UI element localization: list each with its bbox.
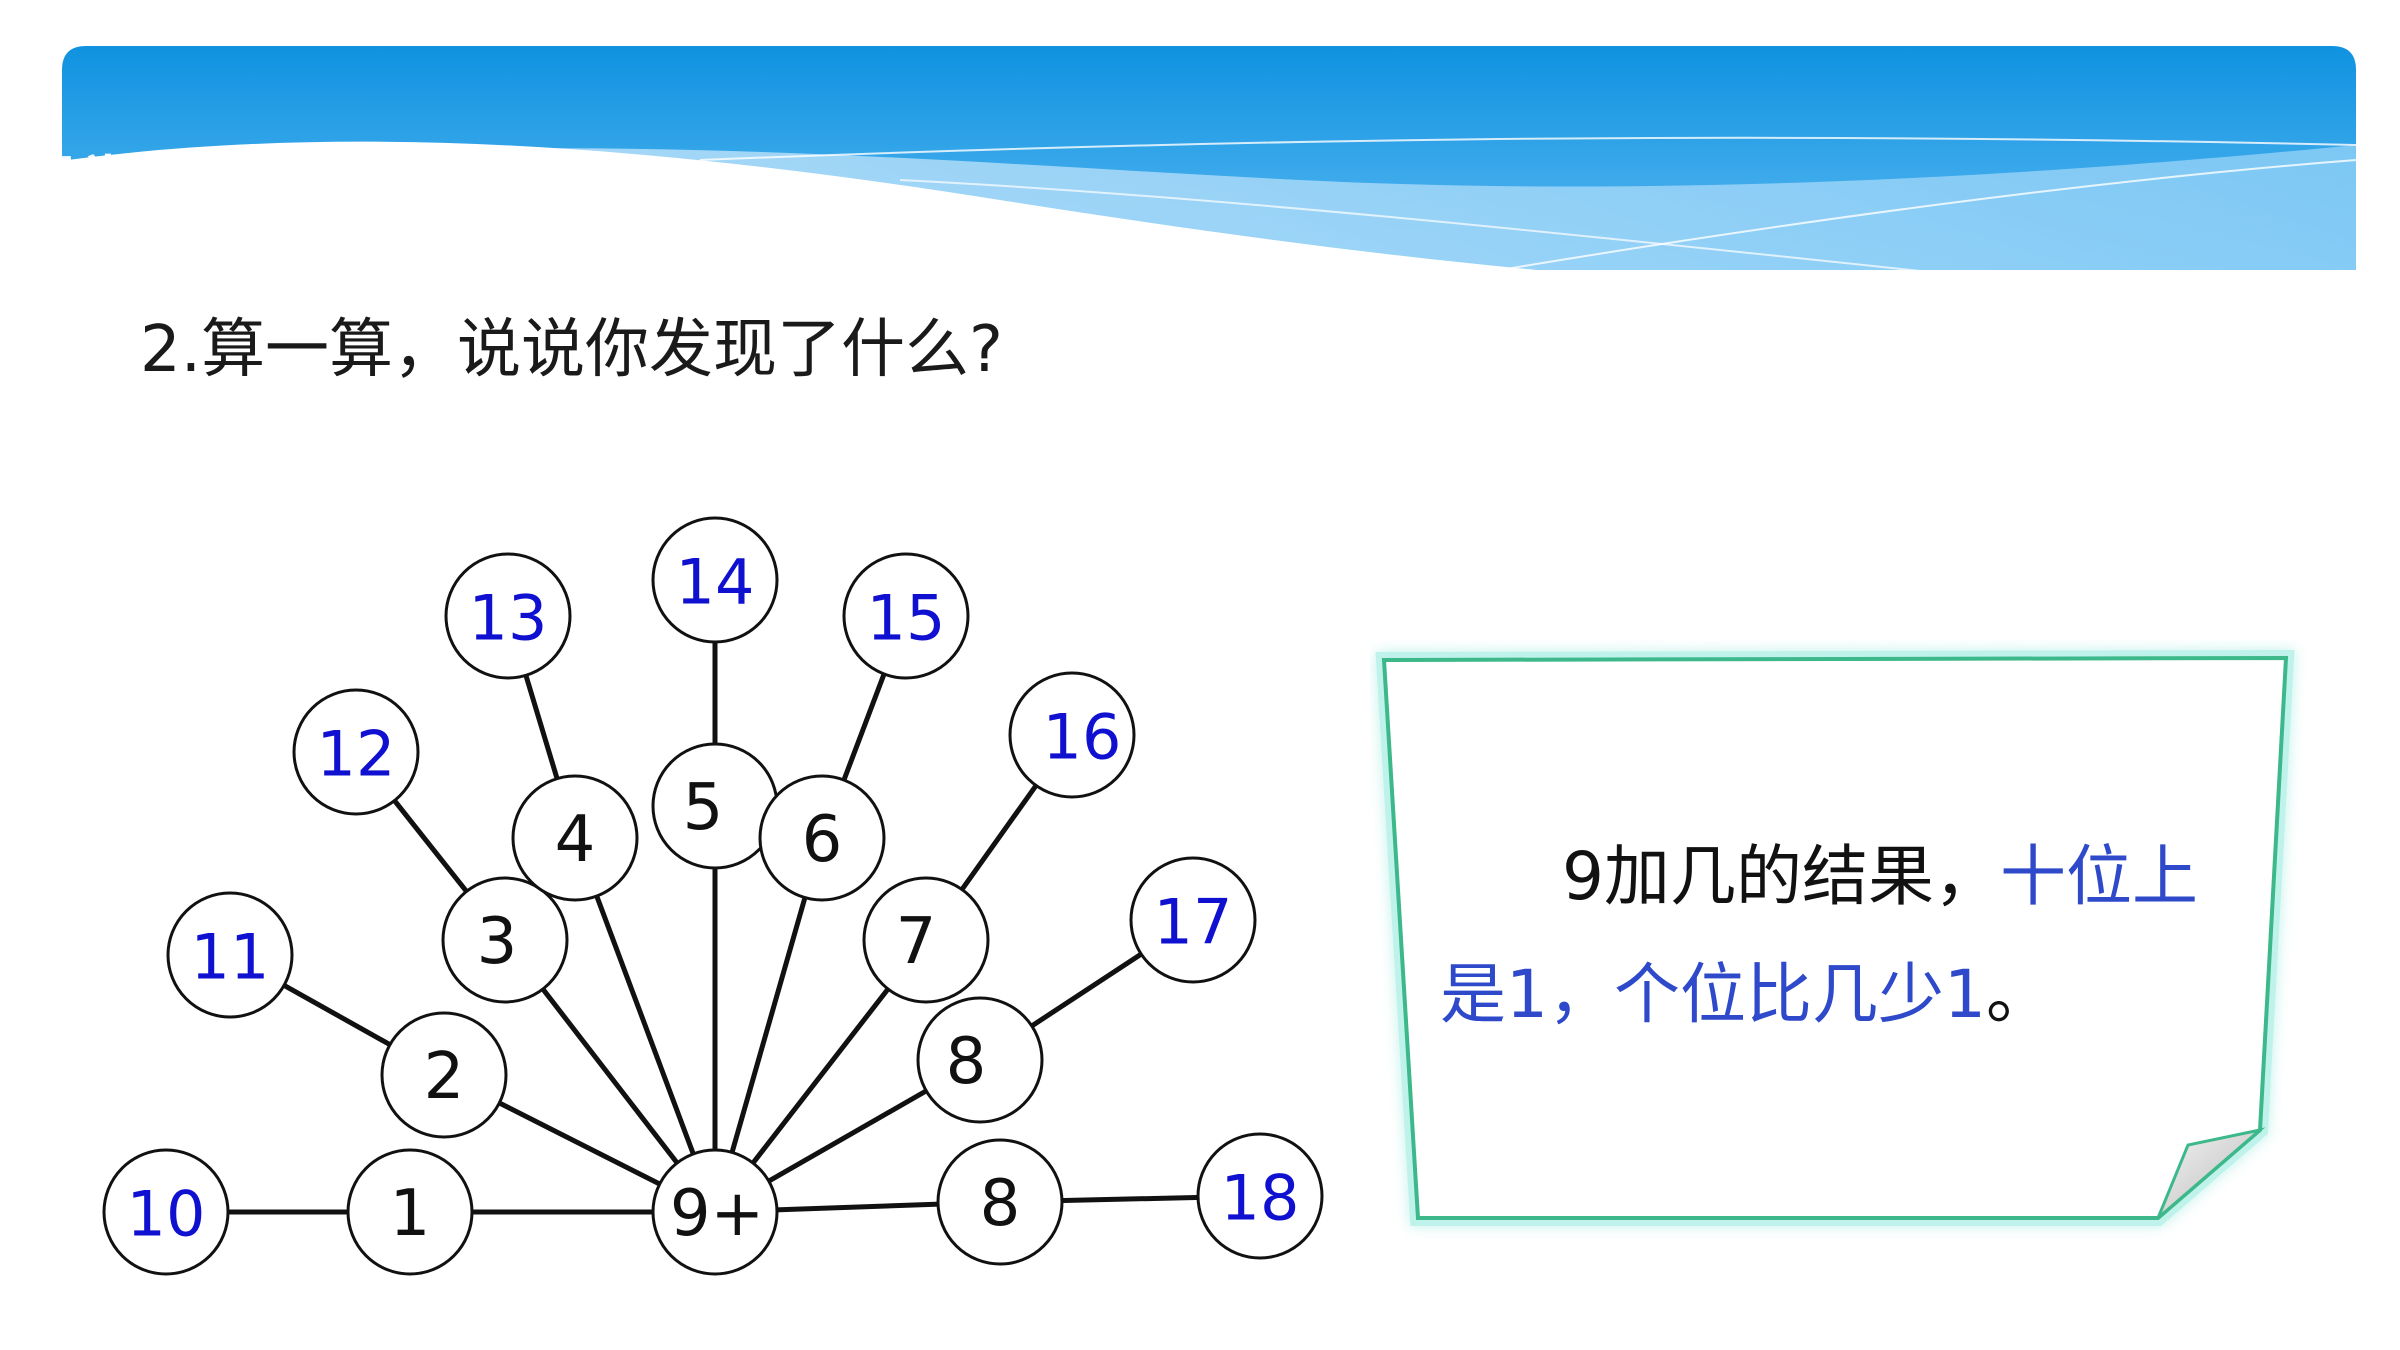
result-node-10	[102, 1148, 230, 1276]
addend-node-7	[862, 876, 990, 1004]
addend-node-4	[511, 774, 639, 902]
addend-node-8b	[936, 1138, 1064, 1266]
center-label: 9+	[670, 1177, 764, 1251]
result-label: 10	[127, 1178, 206, 1251]
result-label: 13	[469, 582, 548, 655]
result-label: 18	[1221, 1162, 1300, 1235]
addend-label: 8	[980, 1167, 1021, 1241]
addend-label: 1	[390, 1177, 431, 1251]
addend-label: 8	[946, 1025, 987, 1099]
result-node-12	[292, 688, 420, 816]
note-end: 。	[1985, 956, 2052, 1033]
line-center-4	[572, 837, 718, 1213]
page-curl	[2156, 1127, 2266, 1220]
addend-label: 6	[802, 803, 843, 877]
result-node-14	[651, 516, 779, 644]
addend-node-3	[441, 876, 569, 1004]
question-text: 2.算一算，说说你发现了什么?	[140, 313, 1004, 387]
result-label: 17	[1154, 886, 1233, 959]
result-node-15	[842, 552, 970, 680]
note-highlight: 十位上是1，个位比几少1	[1440, 838, 2198, 1033]
result-nodes	[102, 516, 1324, 1276]
note-card	[1375, 649, 2295, 1226]
addend-node-1	[346, 1148, 474, 1276]
center-node	[651, 1148, 779, 1276]
section-title: 课堂练习	[20, 151, 260, 216]
result-labels: 10 11 12 13 14 15 16 17 18	[127, 546, 1300, 1251]
result-label: 12	[317, 718, 396, 791]
connector-lines	[166, 580, 1261, 1215]
addend-label: 2	[424, 1040, 465, 1114]
result-label: 14	[676, 546, 755, 619]
result-label: 16	[1043, 701, 1122, 774]
addend-label: 3	[477, 905, 518, 979]
addend-label: 7	[896, 905, 937, 979]
addend-labels: 1 2 3 4 5 6 7 8 8 9+	[390, 771, 1021, 1251]
line-center-6	[712, 837, 825, 1213]
header-banner	[0, 46, 2400, 330]
result-node-11	[166, 891, 294, 1019]
result-node-16	[1008, 671, 1136, 799]
result-label: 15	[867, 582, 946, 655]
result-node-18	[1196, 1132, 1324, 1260]
addend-label: 4	[555, 803, 596, 877]
addend-node-2	[380, 1011, 508, 1139]
addend-node-8a	[916, 996, 1044, 1124]
note-text: 9加几的结果，十位上是1，个位比几少1。	[1440, 818, 2240, 1054]
addend-node-6	[758, 774, 886, 902]
result-node-13	[444, 552, 572, 680]
note-lead: 9加几的结果，	[1562, 838, 2000, 915]
addend-label: 5	[683, 771, 724, 845]
addend-nodes	[346, 742, 1064, 1276]
result-node-17	[1129, 856, 1257, 984]
result-label: 11	[191, 921, 270, 994]
